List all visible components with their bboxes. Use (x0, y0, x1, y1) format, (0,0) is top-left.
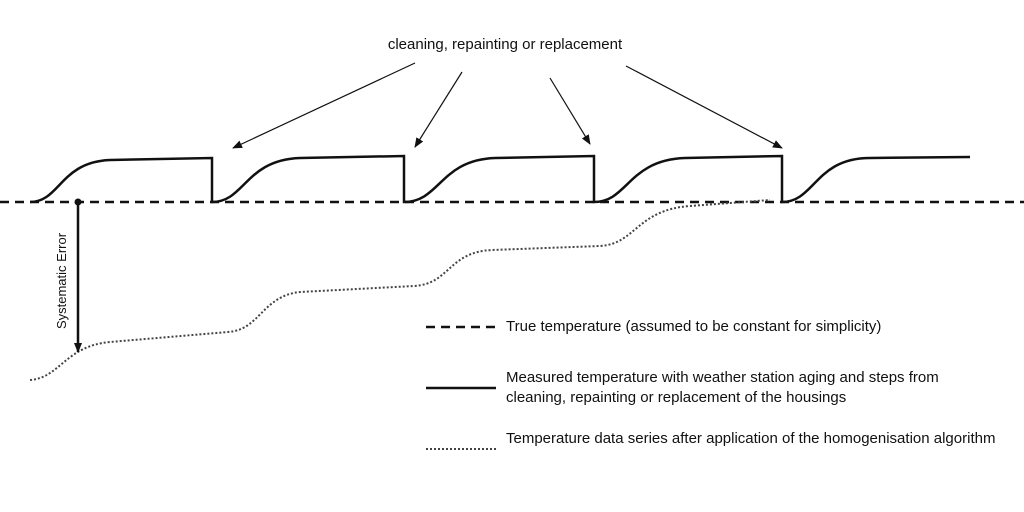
legend-homogenised-series-text: Temperature data series after applicatio… (506, 430, 996, 447)
annotation-arrow-2 (414, 71, 463, 148)
annotation-arrow-1 (232, 62, 416, 149)
measured-temperature-line (29, 154, 971, 204)
annotation-arrow-3 (549, 77, 591, 145)
legend-true-temperature-text: True temperature (assumed to be constant… (506, 318, 882, 335)
homogenised-series-line (29, 199, 771, 381)
systematic-error-label: Systematic Error (54, 232, 69, 329)
annotation-top-label: cleaning, repainting or replacement (387, 36, 623, 53)
annotation-arrow-4 (625, 65, 783, 149)
legend-measured-temperature-text: Measured temperature with weather statio… (506, 369, 939, 406)
